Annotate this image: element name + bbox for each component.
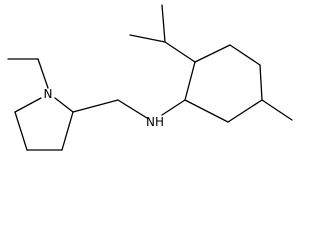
amine-nitrogen: NH — [146, 115, 164, 129]
bond-layer — [7, 4, 293, 151]
bond-cyc-c5-c6 — [227, 99, 263, 123]
bond-cyc-c6-c1 — [184, 99, 229, 123]
bond-cyc-c4-c5 — [259, 64, 263, 101]
bond-ethyl-ch2-n — [37, 58, 49, 89]
bond-isopropyl-me1 — [161, 4, 166, 43]
bond-ring-n-c2 — [54, 97, 74, 113]
bond-cyc-c2-c3 — [194, 44, 231, 63]
amine-nitrogen-label: NH — [146, 115, 164, 129]
bond-c2-ch2 — [72, 99, 119, 113]
bond-ring-c4-c5 — [14, 111, 28, 151]
pyrrolidine-nitrogen: N — [44, 87, 53, 101]
bond-ring-c2-c3 — [61, 111, 74, 151]
bond-methyl — [261, 99, 293, 121]
structure-canvas: N NH — [7, 4, 293, 151]
bond-cyc-c3-c4 — [229, 44, 261, 66]
bond-isopropyl-ch — [164, 41, 196, 63]
bond-isopropyl-me2 — [129, 34, 166, 43]
pyrrolidine-nitrogen-label: N — [44, 87, 53, 101]
atom-label-layer: N NH — [44, 87, 164, 129]
bond-nh-ring-c1 — [161, 99, 186, 116]
bond-ring-c5-n — [14, 97, 42, 113]
bond-ch2-nh — [117, 99, 148, 119]
bond-cyc-c1-c2 — [184, 61, 196, 101]
